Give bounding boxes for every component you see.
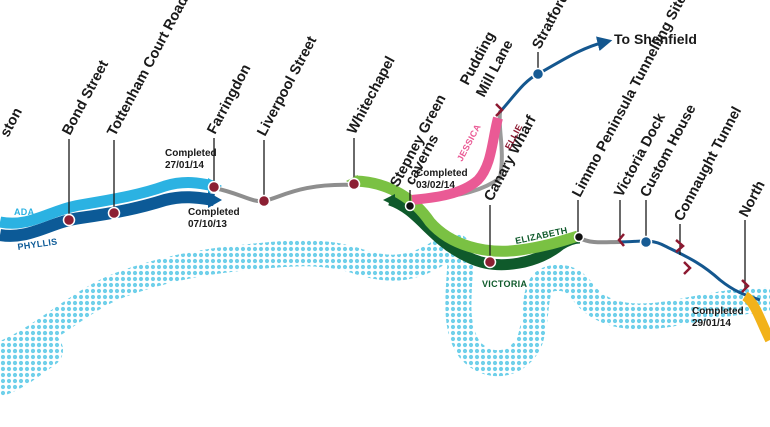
tbm-label-victoria: VICTORIA: [482, 279, 527, 289]
station-label-liverpool-street: Liverpool Street: [254, 34, 320, 139]
portal-pudding-mill: [495, 103, 504, 117]
station-label-whitechapel: Whitechapel: [344, 54, 398, 137]
phyllis-arrow-icon: [208, 192, 222, 208]
node-tottenham: [107, 206, 121, 220]
portal-victoria-dock: [617, 233, 625, 247]
station-label-stratford: Stratford: [529, 0, 572, 52]
river-thames-west-arm: [0, 332, 63, 396]
route-line-west: [212, 182, 357, 204]
node-canary-wharf: [483, 255, 497, 269]
route-line-east: [578, 236, 622, 245]
milestone-farringdon-line2: 27/01/14: [165, 160, 204, 171]
tbm-jessica-ribbon: [411, 116, 503, 205]
milestone-north-line2: 29/01/14: [692, 318, 731, 329]
victoria-arrow-icon: [383, 194, 395, 206]
node-limmo: [573, 231, 585, 243]
node-bond-street: [62, 213, 76, 227]
route-branch-shenfield: [498, 36, 613, 113]
milestone-phyllis-line1: Completed: [188, 207, 240, 218]
milestone-stepney-line2: 03/02/14: [416, 180, 455, 191]
portal-connaught-b: [683, 261, 692, 275]
route-branch-eastern: [619, 239, 761, 302]
node-farringdon: [207, 180, 221, 194]
tbm-label-jessica: JESSICA: [455, 122, 483, 163]
river-thames: [0, 233, 770, 377]
station-label-farringdon: Farringdon: [204, 62, 254, 137]
station-label-ston: ston: [0, 105, 26, 140]
node-custom-house: [639, 235, 653, 249]
station-label-bond-street: Bond Street: [59, 58, 112, 138]
tbm-elizabeth-ribbon: [354, 175, 580, 257]
node-stratford: [531, 67, 545, 81]
milestone-north-line1: Completed: [692, 306, 744, 317]
node-whitechapel: [347, 177, 361, 191]
tbm-label-ada: ADA: [14, 207, 35, 217]
tbm-ada-ribbon: [0, 177, 216, 229]
node-liverpool-street: [257, 194, 271, 208]
station-label-tottenham-court-road: Tottenham Court Road: [104, 0, 191, 139]
portal-north: [741, 279, 750, 293]
tbm-north-ribbon: [741, 291, 770, 343]
station-label-north: North: [736, 178, 768, 220]
node-stepney-green: [404, 200, 416, 212]
portal-connaught-a: [675, 239, 685, 253]
milestone-phyllis-line2: 07/10/13: [188, 219, 227, 230]
milestone-stepney-line1: Completed: [416, 168, 468, 179]
milestone-farringdon-line1: Completed: [165, 148, 217, 159]
destination-label: To Shenfield: [614, 31, 697, 47]
